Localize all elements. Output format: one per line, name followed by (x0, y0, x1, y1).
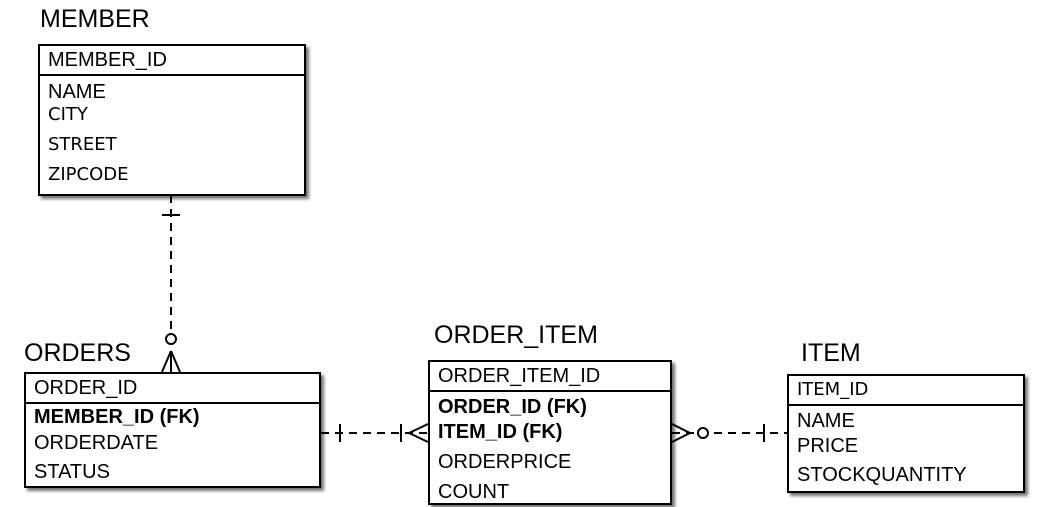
orders-pk: ORDER_ID (34, 377, 138, 399)
item-attr-name: NAME (797, 410, 855, 432)
pk-section-order-item: ORDER_ITEM_ID (430, 362, 670, 392)
relationship-orders-orderitem (321, 423, 429, 443)
pk-section-orders: ORDER_ID (26, 374, 319, 404)
order-item-attr-order-id-fk: ORDER_ID (FK) (438, 396, 587, 418)
entity-orders: ORDER_ID MEMBER_ID (FK) ORDERDATE STATUS (24, 372, 321, 488)
entity-member: MEMBER_ID NAME CITY STREET ZIPCODE (38, 44, 306, 196)
order-item-attr-count: COUNT (438, 481, 510, 503)
item-pk: ITEM_ID (797, 379, 869, 400)
zero-marker-orderitem (697, 427, 709, 439)
pk-section-item: ITEM_ID (789, 376, 1023, 406)
item-attr-stockquantity: STOCKQUANTITY (797, 464, 967, 486)
entity-title-orders: ORDERS (24, 339, 131, 367)
orders-attr-member-id-fk: MEMBER_ID (FK) (34, 406, 200, 428)
crowfoot-orders-right (170, 350, 181, 373)
pk-section-member: MEMBER_ID (40, 46, 304, 76)
member-attr-city: CITY (48, 104, 88, 125)
order-item-pk: ORDER_ITEM_ID (438, 365, 601, 387)
entity-item: ITEM_ID NAME PRICE STOCKQUANTITY (787, 374, 1025, 493)
entity-order-item: ORDER_ITEM_ID ORDER_ID (FK) ITEM_ID (FK)… (428, 360, 672, 505)
relationship-orderitem-item (671, 423, 787, 443)
member-attr-name: NAME (48, 81, 106, 103)
entity-title-item: ITEM (801, 339, 861, 367)
order-item-attr-item-id-fk: ITEM_ID (FK) (438, 421, 563, 443)
member-attr-zipcode: ZIPCODE (48, 164, 129, 185)
order-item-attr-orderprice: ORDERPRICE (438, 451, 572, 473)
crowfoot-orderitem-bottom (408, 432, 429, 443)
crowfoot-orders-left (161, 350, 172, 373)
orders-attr-orderdate: ORDERDATE (34, 432, 159, 454)
crowfoot-orderitem-top (408, 423, 429, 434)
zero-marker-orders (165, 333, 177, 345)
item-attr-price: PRICE (797, 435, 859, 457)
entity-title-order-item: ORDER_ITEM (434, 321, 598, 349)
member-pk: MEMBER_ID (48, 49, 167, 71)
entity-title-member: MEMBER (40, 5, 150, 33)
member-attr-street: STREET (48, 134, 117, 155)
crowfoot-orderitem-out-bottom (671, 432, 691, 443)
relationship-member-orders (161, 195, 181, 373)
crowfoot-orderitem-out-top (671, 423, 691, 434)
orders-attr-status: STATUS (34, 461, 110, 483)
